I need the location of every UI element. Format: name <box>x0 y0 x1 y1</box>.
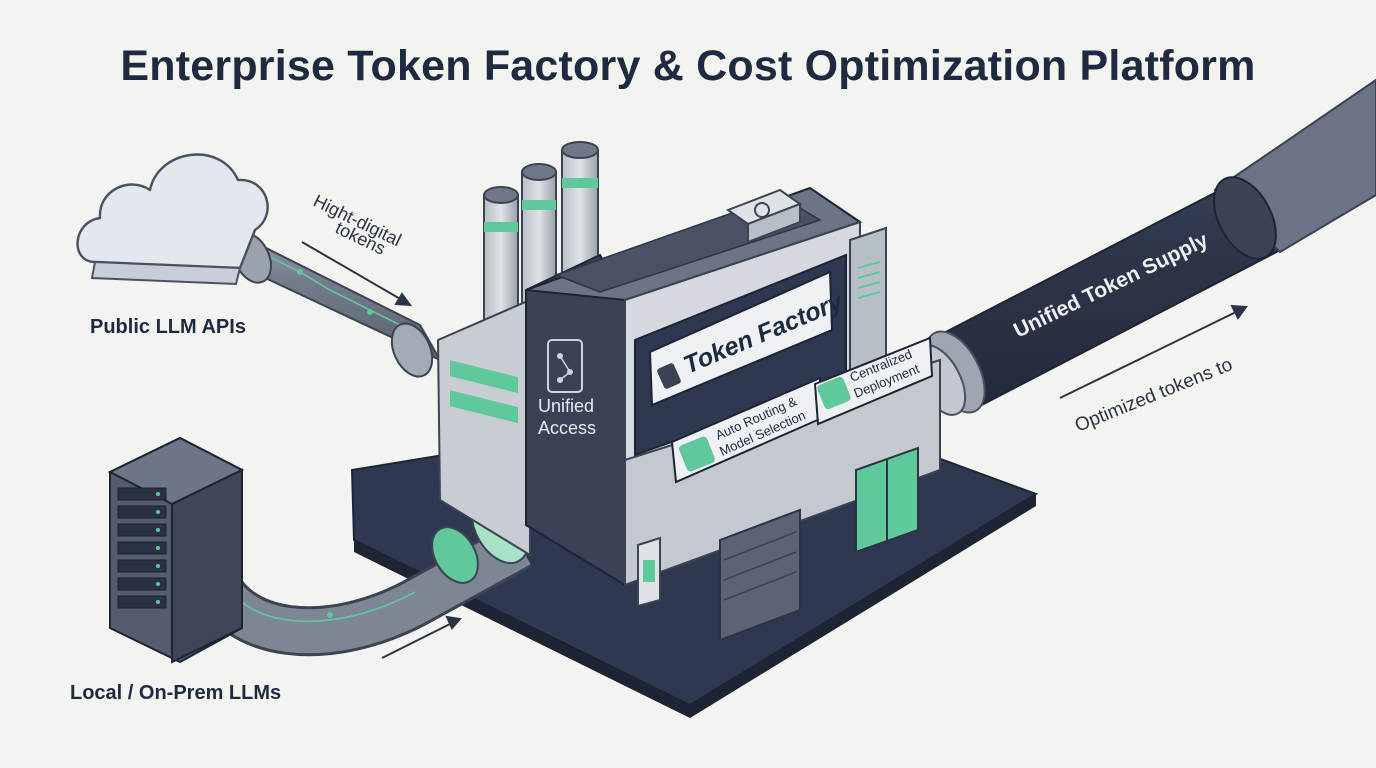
network-icon <box>547 339 583 393</box>
local-arrow <box>381 615 462 659</box>
database-icon <box>657 363 681 389</box>
public-llm-label: Public LLM APIs <box>90 316 246 338</box>
fan-icon <box>725 188 803 244</box>
server-icon <box>107 436 245 664</box>
gear-icon <box>817 376 851 410</box>
shuffle-icon <box>679 436 715 472</box>
outgoing-arrow <box>1059 304 1248 399</box>
unified-access-line1: Unified <box>538 396 594 416</box>
page-title: Enterprise Token Factory & Cost Optimiza… <box>120 42 1256 90</box>
feature-deploy-panel <box>813 336 934 426</box>
incoming-arrow <box>301 241 413 307</box>
outgoing-label: Optimized tokens to <box>1072 354 1236 436</box>
output-pipe <box>913 78 1376 416</box>
token-factory-sign <box>648 270 834 407</box>
unified-access-line2: Access <box>538 418 596 438</box>
local-llm-label: Local / On-Prem LLMs <box>70 682 282 704</box>
cloud-icon <box>76 153 269 286</box>
